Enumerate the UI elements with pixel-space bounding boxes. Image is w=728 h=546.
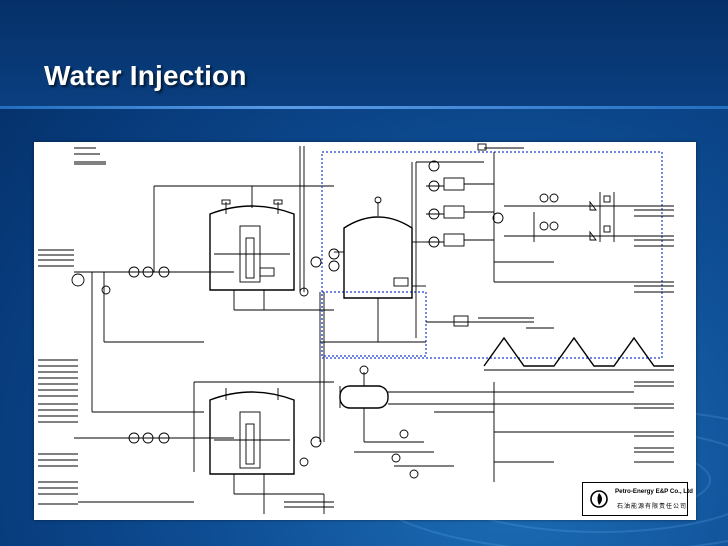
company-name-chinese: 石油能源有限责任公司 xyxy=(617,504,688,510)
slide-title: Water Injection xyxy=(44,60,247,91)
header-divider xyxy=(0,106,728,109)
lower-separator xyxy=(339,365,674,482)
tank-instruments xyxy=(284,256,364,508)
company-name: Petro-Energy E&P Co., Ltd xyxy=(615,488,693,495)
injection-pumps xyxy=(416,143,654,283)
water-injection-highlight-box-lower xyxy=(321,291,427,357)
injection-vessel xyxy=(328,162,426,343)
left-piping xyxy=(71,146,334,444)
top-left-notes xyxy=(74,147,106,165)
left-stream-labels xyxy=(38,249,78,505)
header-band xyxy=(0,0,728,108)
injection-manifold xyxy=(504,192,674,293)
bottom-lines xyxy=(78,494,325,514)
company-logo-icon xyxy=(590,490,608,508)
title-block: Petro-Energy E&P Co., Ltd 石油能源有限责任公司 xyxy=(582,482,693,516)
water-injection-highlight-box xyxy=(321,151,663,359)
tank-lower xyxy=(193,381,334,495)
process-flow-diagram: Petro-Energy E&P Co., Ltd 石油能源有限责任公司 xyxy=(34,142,696,520)
middle-equipment xyxy=(426,315,674,371)
tank-upper xyxy=(209,186,334,311)
pid-drawing xyxy=(38,143,674,514)
